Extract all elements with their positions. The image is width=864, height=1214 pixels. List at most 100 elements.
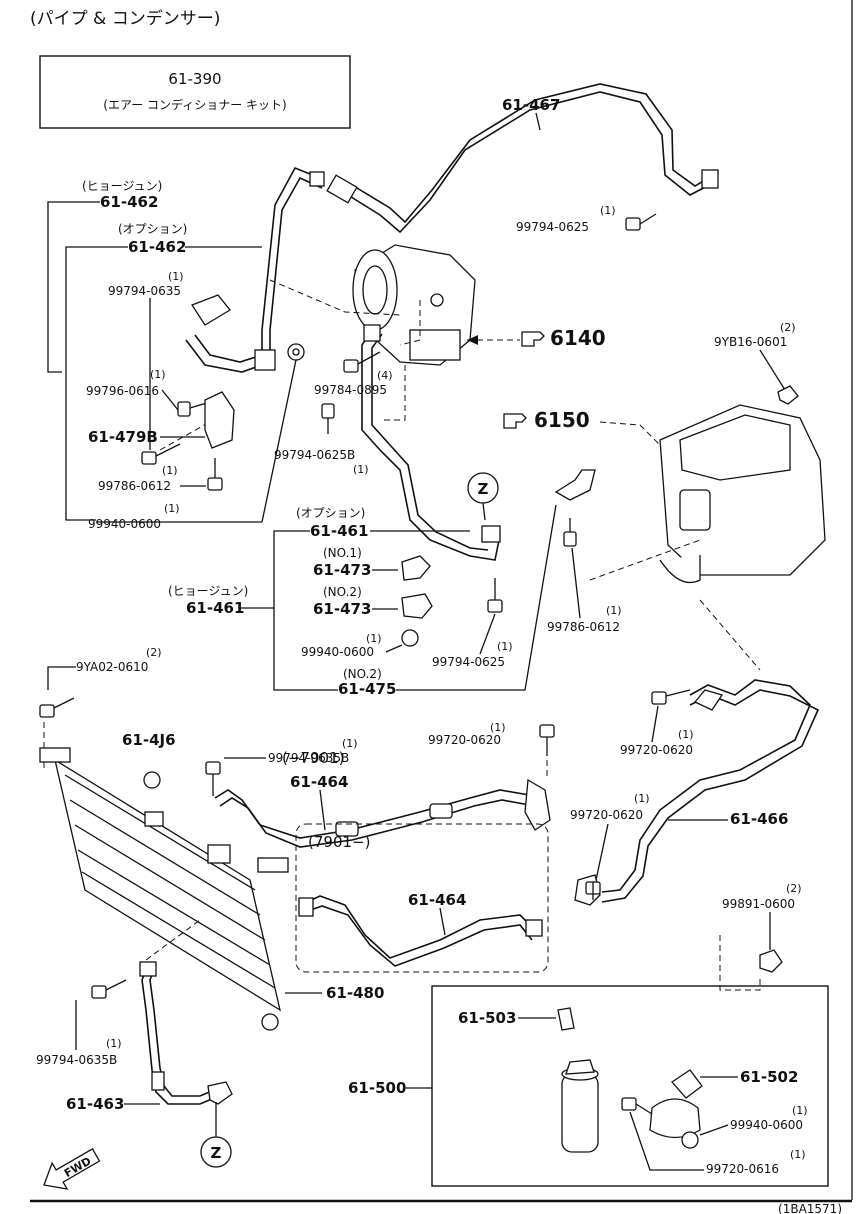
kit-part-number: 61-390 bbox=[168, 70, 221, 88]
kit-part-name: (エアー コンディショナー キット) bbox=[103, 97, 286, 112]
leader bbox=[571, 547, 581, 619]
leader bbox=[269, 279, 401, 316]
qty-99891: (2) bbox=[786, 882, 802, 895]
std-462-note: (ヒョージュン) bbox=[82, 179, 162, 193]
pipe-61-464-after bbox=[298, 895, 543, 967]
leader bbox=[439, 907, 446, 936]
bolt-icon bbox=[651, 689, 691, 705]
qty-99720-0616: (1) bbox=[790, 1148, 806, 1161]
qty-99786-mid: (1) bbox=[606, 604, 622, 617]
part-61-462-std: 61-462 bbox=[100, 193, 158, 211]
qty-99794-0635: (1) bbox=[168, 270, 184, 283]
ref-6150: 6150 bbox=[534, 408, 590, 432]
bolt-icon bbox=[625, 213, 657, 231]
part-99796: 99796-0616 bbox=[86, 384, 159, 398]
clamp-drawing bbox=[401, 555, 431, 581]
part-99794-0625-top: 99794-0625 bbox=[516, 220, 589, 234]
leader bbox=[479, 613, 496, 655]
part-61-4j6: 61-4J6 bbox=[122, 731, 176, 749]
qty-99940-bot: (1) bbox=[792, 1104, 808, 1117]
pipe-61-462 bbox=[185, 166, 325, 373]
part-99794-0635b-top: 99794-0635B bbox=[268, 751, 349, 765]
qty-99794-0625-top: (1) bbox=[600, 204, 616, 217]
part-99940-left: 99940-0600 bbox=[88, 517, 161, 531]
condenser-drawing bbox=[39, 747, 289, 1031]
qty-99794-0635b-bot: (1) bbox=[106, 1037, 122, 1050]
clamp-drawing bbox=[401, 593, 433, 619]
qty-99784: (4) bbox=[377, 369, 393, 382]
hose-61-463 bbox=[139, 961, 233, 1105]
qty-99786-left: (1) bbox=[162, 464, 178, 477]
part-61-462-opt: 61-462 bbox=[128, 238, 186, 256]
qty-99720-c: (1) bbox=[634, 792, 650, 805]
washer-icon bbox=[401, 629, 419, 647]
leader bbox=[595, 823, 609, 881]
std-461-note: (ヒョージュン) bbox=[168, 584, 248, 598]
leader bbox=[759, 349, 786, 391]
part-99940-mid: 99940-0600 bbox=[301, 645, 374, 659]
part-61-503: 61-503 bbox=[458, 1009, 516, 1027]
receiver-drier-box bbox=[431, 985, 829, 1187]
pipe-61-464-before bbox=[214, 778, 551, 848]
pipe-61-466 bbox=[574, 679, 820, 906]
part-99720-a: 99720-0620 bbox=[428, 733, 501, 747]
part-61-463: 61-463 bbox=[66, 1095, 124, 1113]
bracket-line bbox=[47, 201, 100, 373]
pipe-61-467 bbox=[326, 83, 719, 234]
part-99794-0635: 99794-0635 bbox=[108, 284, 181, 298]
qty-99796: (1) bbox=[150, 368, 166, 381]
leader bbox=[385, 644, 403, 653]
bracket-61-479b-drawing bbox=[204, 391, 235, 449]
leader bbox=[651, 705, 659, 743]
range-before-7901: (−7901) bbox=[282, 749, 344, 767]
kit-box bbox=[39, 55, 351, 129]
fitting-icon bbox=[557, 1007, 575, 1031]
range-after-7901: (7901−) bbox=[308, 833, 370, 851]
qty-99794-0625b: (1) bbox=[353, 463, 369, 476]
leader bbox=[159, 414, 223, 451]
ref-6140: 6140 bbox=[550, 326, 606, 350]
revision-box bbox=[295, 823, 549, 973]
leader bbox=[261, 359, 297, 523]
qty-99720-a: (1) bbox=[490, 721, 506, 734]
evaporator-unit-drawing bbox=[659, 404, 826, 584]
footer-code: (1BA1571) bbox=[778, 1202, 842, 1214]
z-marker-bottom-label: Z bbox=[211, 1144, 222, 1162]
leader bbox=[719, 935, 761, 991]
bolt-icon bbox=[321, 403, 335, 434]
pointing-hand-icon bbox=[503, 413, 527, 429]
part-99786-left: 99786-0612 bbox=[98, 479, 171, 493]
part-61-475: 61-475 bbox=[338, 680, 396, 698]
washer-icon bbox=[681, 1131, 699, 1149]
nut-icon bbox=[777, 385, 799, 405]
bolt-icon bbox=[39, 697, 75, 718]
part-61-461-std: 61-461 bbox=[186, 599, 244, 617]
washer-hole bbox=[292, 348, 300, 356]
leader bbox=[380, 365, 406, 421]
leader bbox=[319, 789, 326, 831]
leader bbox=[47, 666, 76, 690]
z-marker-top-label: Z bbox=[478, 480, 489, 498]
fwd-arrow-icon: FWD bbox=[43, 1148, 101, 1190]
leader bbox=[699, 599, 761, 671]
pointing-hand-icon bbox=[521, 331, 545, 347]
part-99794-0625b: 99794-0625B bbox=[274, 448, 355, 462]
part-99720-b: 99720-0620 bbox=[620, 743, 693, 757]
bolt-icon bbox=[585, 881, 601, 900]
part-61-502: 61-502 bbox=[740, 1068, 798, 1086]
part-99784: 99784-0895 bbox=[314, 383, 387, 397]
qty-9yb16: (2) bbox=[780, 321, 796, 334]
qty-99940-mid: (1) bbox=[366, 632, 382, 645]
bracket-line bbox=[65, 246, 128, 521]
part-99794-0635b-bot: 99794-0635B bbox=[36, 1053, 117, 1067]
part-61-473-no2: 61-473 bbox=[313, 600, 371, 618]
part-61-500: 61-500 bbox=[348, 1079, 406, 1097]
qty-9ya02: (2) bbox=[146, 646, 162, 659]
part-61-461-opt: 61-461 bbox=[310, 522, 368, 540]
pipe-61-461 bbox=[361, 324, 501, 561]
no1-note: (NO.1) bbox=[323, 546, 362, 560]
bolt-icon bbox=[487, 578, 503, 613]
qty-99720-b: (1) bbox=[678, 728, 694, 741]
part-99720-c: 99720-0620 bbox=[570, 808, 643, 822]
leader bbox=[396, 504, 557, 691]
